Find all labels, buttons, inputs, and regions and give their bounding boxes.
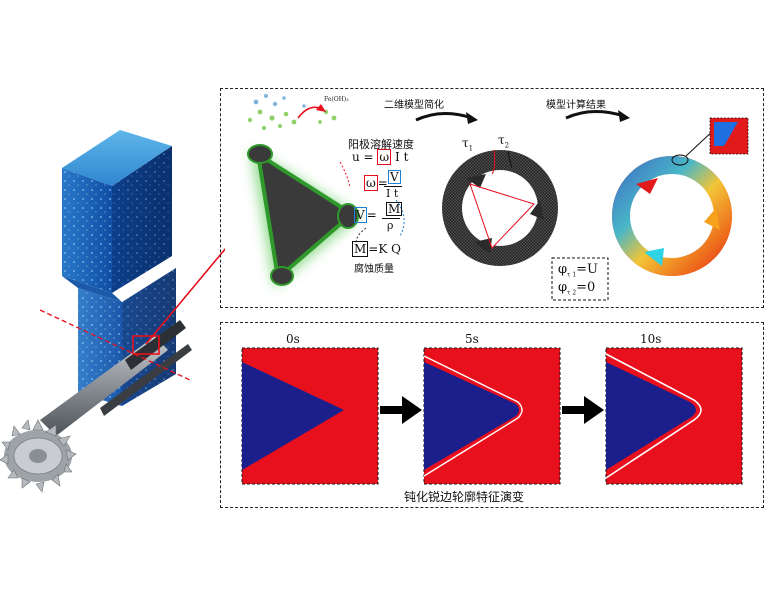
profile-frame-0s bbox=[241, 347, 379, 485]
equation-omega: ω= bbox=[364, 175, 388, 191]
profile-frame-5s bbox=[423, 347, 561, 485]
profile-frame-10s bbox=[605, 347, 743, 485]
eq2-fraction-den: I t bbox=[386, 187, 399, 200]
bottom-panel bbox=[220, 322, 764, 508]
anode-title: 阳极溶解速度 bbox=[348, 138, 414, 151]
result-arrow bbox=[565, 110, 625, 120]
top-panel bbox=[220, 88, 764, 308]
eq2-fraction-num: V bbox=[388, 170, 401, 184]
boundary-condition-box bbox=[551, 257, 609, 301]
eq1-omega: ω bbox=[377, 149, 392, 165]
evolution-arrow-1 bbox=[380, 396, 422, 424]
eq3-fraction-bar bbox=[382, 218, 400, 219]
tank-top-face bbox=[62, 130, 172, 186]
time-label-0: 0s bbox=[286, 332, 300, 346]
particle-cloud bbox=[247, 94, 337, 131]
phi2-symbol: φ bbox=[558, 280, 568, 295]
equation-m: M=K Q bbox=[352, 241, 401, 257]
simplify-arrow bbox=[415, 112, 473, 122]
evolution-arrow-2 bbox=[562, 396, 604, 424]
result-heatmap bbox=[612, 127, 732, 276]
phi1-condition: φτ 1=U bbox=[558, 262, 598, 279]
eq2-omega: ω bbox=[364, 175, 378, 191]
eq2-eq: = bbox=[377, 176, 388, 190]
top-panel-graphics: Fe(OH)₃ bbox=[247, 94, 749, 301]
zoom-inset bbox=[709, 117, 749, 155]
tau1-sub: 1 bbox=[468, 144, 474, 153]
eq3-v: V bbox=[354, 207, 367, 223]
tau2-label: τ2 bbox=[498, 133, 509, 149]
phi2-value: =0 bbox=[576, 280, 596, 295]
section-box bbox=[132, 335, 160, 355]
fe-oh3-label: Fe(OH)₃ bbox=[324, 96, 349, 103]
label-simplify: 二维模型简化 bbox=[384, 100, 444, 111]
tau2-sub: 2 bbox=[504, 141, 510, 150]
zoom-arrow bbox=[145, 247, 225, 345]
eq1-left: u = bbox=[352, 150, 378, 164]
equation-connector-1 bbox=[339, 161, 351, 189]
bevel-gear bbox=[0, 419, 77, 493]
corrosion-label: 腐蚀质量 bbox=[354, 264, 394, 275]
eq3-fraction-den: ρ bbox=[387, 219, 394, 232]
phi2-condition: φτ 2=0 bbox=[558, 280, 595, 297]
eq3-eq: = bbox=[366, 208, 377, 222]
phi2-sub: τ 2 bbox=[567, 289, 577, 297]
machining-apparatus bbox=[0, 130, 225, 493]
label-result: 模型计算结果 bbox=[546, 100, 606, 111]
edge-evolution-graphics bbox=[241, 347, 743, 485]
tool-electrode bbox=[100, 344, 192, 416]
phi1-value: =U bbox=[576, 262, 599, 277]
tau1-symbol: τ bbox=[462, 136, 469, 150]
phi1-sub: τ 1 bbox=[567, 271, 577, 279]
eq2-fraction-bar bbox=[384, 186, 402, 187]
tau1-label: τ1 bbox=[462, 136, 473, 152]
tau2-symbol: τ bbox=[498, 133, 505, 147]
time-label-2: 10s bbox=[640, 332, 662, 346]
bottom-caption: 钝化锐边轮廓特征演变 bbox=[404, 490, 525, 504]
time-label-1: 5s bbox=[465, 332, 479, 346]
section-line bbox=[39, 309, 191, 381]
triangular-workpiece bbox=[247, 144, 360, 288]
equation-u: u = ω I t bbox=[352, 149, 409, 165]
eq3-fraction-num: M bbox=[386, 202, 403, 216]
equation-v: V= bbox=[354, 207, 377, 223]
phi1-symbol: φ bbox=[558, 262, 568, 277]
eq4-m: M bbox=[352, 241, 369, 257]
eq1-right: I t bbox=[395, 150, 409, 164]
eq4-rest: =K Q bbox=[368, 242, 401, 256]
equation-connector-3 bbox=[355, 227, 367, 251]
mesh-model bbox=[442, 149, 558, 266]
